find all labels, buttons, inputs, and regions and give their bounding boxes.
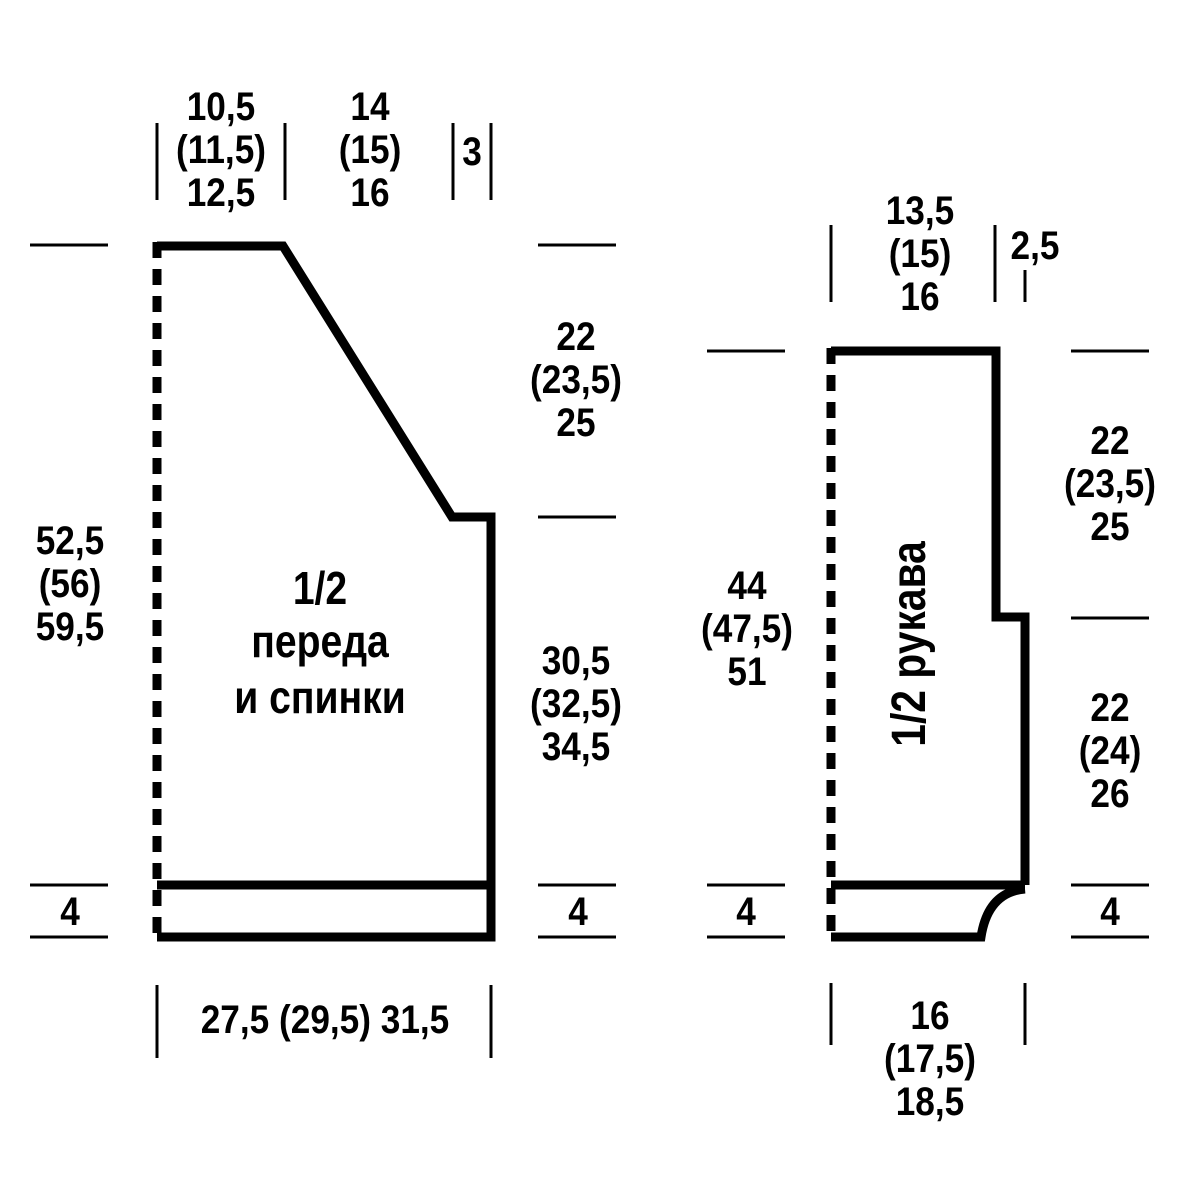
dim-line: 16 [900, 275, 940, 319]
dim-line: 34,5 [541, 725, 611, 769]
dim-line: 26 [1090, 772, 1130, 816]
body-top-middle-width: 14 (15) 16 [326, 86, 414, 215]
dim-line: (24) [1078, 729, 1142, 773]
body-bottom-width: 27,5 (29,5) 31,5 [200, 998, 450, 1042]
dim-line: 59,5 [35, 605, 105, 649]
sleeve-dimension-guides [707, 225, 1149, 1045]
dim-line: 18,5 [895, 1080, 965, 1124]
dim-line: (23,5) [530, 358, 622, 402]
sleeve-cuff-left: 4 [736, 890, 756, 934]
dim-line: 44 [727, 564, 767, 608]
body-hem-left: 4 [60, 890, 80, 934]
body-panel-title: 1/2 переда и спинки [210, 563, 431, 725]
body-panel-shape [152, 241, 496, 942]
dim-line: 13,5 [885, 189, 955, 233]
dim-line: 12,5 [186, 171, 256, 215]
dim-line: 16 [910, 994, 950, 1038]
body-outline [157, 241, 496, 942]
dim-line: (15) [338, 128, 402, 172]
dim-line: 25 [556, 401, 596, 445]
sleeve-lower-height: 22 (24) 26 [1062, 687, 1159, 816]
body-top-left-width: 10,5 (11,5) 12,5 [173, 86, 270, 215]
sleeve-panel-title: 1/2 рукава [883, 541, 936, 747]
dim-line: (47,5) [701, 607, 793, 651]
dim-line: 14 [350, 85, 390, 129]
title-line: и спинки [234, 671, 406, 723]
dim-line: 30,5 [541, 639, 611, 683]
dim-line: (32,5) [530, 682, 622, 726]
body-armhole-height: 22 (23,5) 25 [519, 316, 633, 445]
title-line: 1/2 [292, 562, 348, 614]
sleeve-bottom-width: 16 (17,5) 18,5 [873, 995, 987, 1124]
sleeve-upper-height: 22 (23,5) 25 [1053, 420, 1167, 549]
dim-line: 51 [727, 650, 767, 694]
dim-line: (17,5) [884, 1037, 976, 1081]
sleeve-cuff-right: 4 [1100, 890, 1120, 934]
dim-line: 22 [1090, 419, 1130, 463]
dim-line: 16 [350, 171, 390, 215]
title-line: переда [251, 615, 389, 667]
dim-line: (56) [38, 562, 102, 606]
dim-line: (15) [888, 232, 952, 276]
dim-line: 10,5 [186, 85, 256, 129]
body-total-height: 52,5 (56) 59,5 [22, 520, 119, 649]
dim-line: 22 [1090, 686, 1130, 730]
body-hem-right: 4 [568, 890, 588, 934]
sleeve-total-height: 44 (47,5) 51 [690, 565, 804, 694]
dim-line: 52,5 [35, 519, 105, 563]
body-dimension-guides [30, 123, 616, 1058]
sleeve-top-width: 13,5 (15) 16 [872, 190, 969, 319]
dim-line: 22 [556, 315, 596, 359]
body-side-height: 30,5 (32,5) 34,5 [519, 640, 633, 769]
dim-line: 25 [1090, 505, 1130, 549]
sleeve-top-right-width: 2,5 [1010, 224, 1060, 268]
dim-line: (23,5) [1064, 462, 1156, 506]
body-top-right-width: 3 [462, 130, 482, 174]
dim-line: (11,5) [175, 128, 267, 172]
sleeve-cuff-curve [831, 884, 1026, 942]
sleeve-outline [831, 346, 1030, 885]
sleeve-panel-shape [826, 346, 1030, 942]
